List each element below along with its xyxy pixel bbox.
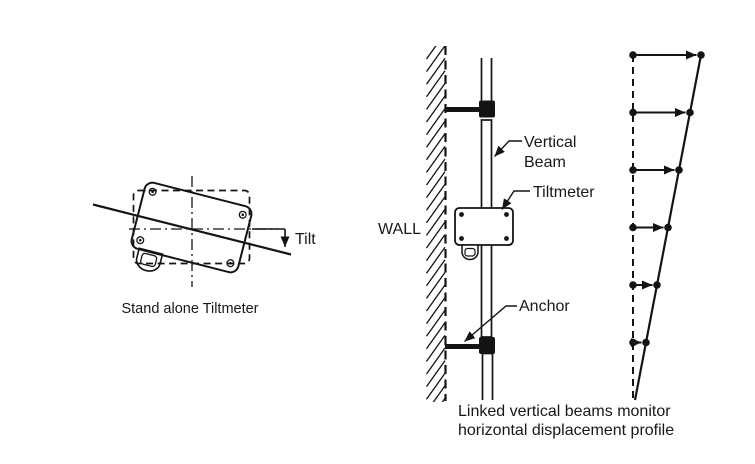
wall-label: WALL (378, 221, 421, 238)
top-anchor-clamp (479, 100, 495, 118)
tiltmeter-label: Tiltmeter (533, 184, 595, 201)
standalone-caption: Stand alone Tiltmeter (121, 301, 258, 317)
cable-gland-inner (464, 247, 476, 257)
corner-screw-dot (241, 213, 245, 217)
tiltmeter-housing (130, 181, 253, 274)
box-corner-dot (504, 236, 509, 241)
corner-screw-icon (238, 210, 247, 219)
reference-outline (132, 189, 251, 265)
corner-screw-icon (148, 187, 157, 196)
corner-screw-icon (136, 236, 145, 245)
tilted-tiltmeter-box (130, 181, 253, 274)
beam-caption-line1: Linked vertical beams monitor (458, 403, 671, 420)
box-corner-dot (459, 212, 464, 217)
wall-hatching (425, 46, 446, 402)
cable-gland-icon (135, 247, 164, 272)
vertical-beam-leader (493, 140, 522, 157)
displaced-dot (653, 281, 661, 289)
corner-screw-dot (138, 238, 142, 242)
corner-screw-dot (229, 261, 232, 265)
corner-screw-icon (226, 259, 235, 268)
corner-screw-dot (151, 190, 154, 194)
top-anchor-bar (445, 107, 487, 112)
anchor-leader (464, 305, 517, 343)
vertical-beam-label-line2: Beam (524, 154, 566, 171)
displacement-profile-diagram (629, 50, 705, 401)
displaced-dot (675, 166, 683, 174)
box-corner-dot (459, 236, 464, 241)
anchor-label: Anchor (519, 298, 570, 315)
bottom-anchor-bar (445, 344, 487, 349)
box-corner-dot (504, 212, 509, 217)
displaced-dot (686, 108, 694, 117)
displaced-dot (697, 51, 705, 59)
tilt-label: Tilt (295, 231, 316, 248)
bottom-anchor-clamp (479, 337, 495, 354)
tiltmeter-leader (501, 190, 530, 210)
displaced-dot (642, 338, 650, 347)
displacement-arrows (629, 50, 705, 347)
beam-caption-line2: horizontal displacement profile (458, 422, 674, 439)
standalone-tiltmeter-diagram: Tilt Stand alone Tiltmeter (92, 176, 316, 317)
linked-beam-diagram: WALL Vertical Beam Tiltmeter Anchor Link… (378, 46, 674, 439)
tiltmeter-box (454, 207, 514, 246)
cable-gland-inner (140, 252, 158, 268)
tilt-axis-line (92, 203, 292, 256)
displaced-dot (664, 223, 672, 232)
vertical-beam-label-line1: Vertical (524, 134, 576, 151)
